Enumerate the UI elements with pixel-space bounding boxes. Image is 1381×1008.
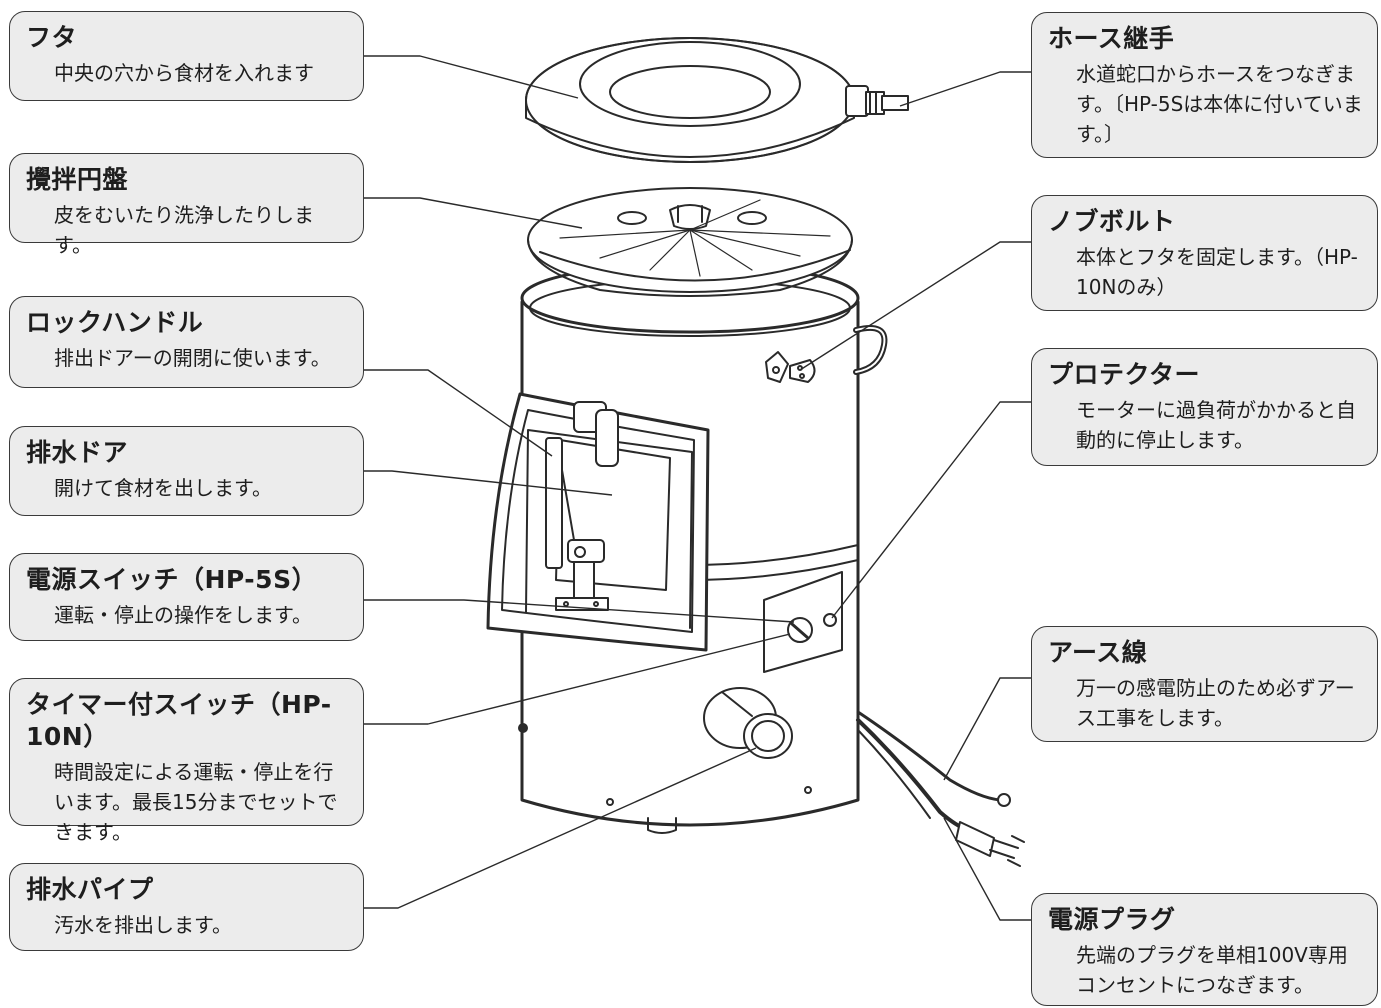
callout-stirring-disc: 攪拌円盤 皮をむいたり洗浄したりします。 — [9, 153, 364, 257]
hose-joint-desc: 水道蛇口からホースをつなぎます。〔HP-5Sは本体に付いています。〕 — [1076, 62, 1363, 146]
lid-art — [525, 37, 855, 163]
drain-door — [486, 392, 710, 652]
cords — [856, 710, 1025, 867]
callout-ground-wire: アース線 万一の感電防止のため必ずアース工事をします。 — [1031, 626, 1378, 742]
callout-timer-switch: タイマー付スイッチ（HP-10N） 時間設定による運転・停止を行います。最長15… — [9, 678, 364, 844]
hose-joint-art — [845, 85, 909, 117]
protector-desc: モーターに過負荷がかかると自動的に停止します。 — [1076, 398, 1356, 452]
power-plug-title: 電源プラグ — [1048, 905, 1176, 934]
knob-bolt — [765, 351, 816, 383]
callout-lid: フタ 中央の穴から食材を入れます — [9, 11, 364, 101]
leader-lines — [364, 55, 1032, 921]
stirring-disc — [527, 187, 853, 297]
drain-door-title: 排水ドア — [26, 438, 129, 467]
power-switch-desc: 運転・停止の操作をします。 — [54, 603, 312, 627]
disc-title: 攪拌円盤 — [26, 165, 129, 194]
ground-wire-desc: 万一の感電防止のため必ずアース工事をします。 — [1076, 676, 1355, 730]
power-plug-desc: 先端のプラグを単相100V専用コンセントにつなぎます。 — [1076, 943, 1348, 997]
lock-handle-desc: 排出ドアーの開閉に使います。 — [54, 346, 331, 370]
knob-bolt-title: ノブボルト — [1048, 207, 1176, 236]
timer-switch-title: タイマー付スイッチ（HP-10N） — [26, 690, 332, 751]
callout-hose-joint: ホース継手 水道蛇口からホースをつなぎます。〔HP-5Sは本体に付いています。〕 — [1031, 12, 1378, 158]
drain-pipe-art — [703, 687, 793, 759]
timer-switch-desc: 時間設定による運転・停止を行います。最長15分までセットできます。 — [54, 760, 338, 844]
callout-knob-bolt: ノブボルト 本体とフタを固定します。（HP-10Nのみ） — [1031, 195, 1378, 311]
drain-pipe-desc: 汚水を排出します。 — [54, 913, 232, 937]
lid-title: フタ — [26, 23, 78, 52]
callout-power-plug: 電源プラグ 先端のプラグを単相100V専用コンセントにつなぎます。 — [1031, 893, 1378, 1006]
lid-desc: 中央の穴から食材を入れます — [54, 61, 314, 85]
side-handle — [853, 324, 888, 375]
callout-protector: プロテクター モーターに過負荷がかかると自動的に停止します。 — [1031, 348, 1378, 466]
protector-title: プロテクター — [1048, 360, 1201, 389]
callout-drain-door: 排水ドア 開けて食材を出します。 — [9, 426, 364, 516]
knob-bolt-desc: 本体とフタを固定します。（HP-10Nのみ） — [1076, 245, 1358, 299]
callout-power-switch: 電源スイッチ（HP-5S） 運転・停止の操作をします。 — [9, 553, 364, 641]
disc-desc: 皮をむいたり洗浄したりします。 — [54, 203, 314, 257]
lock-handle-title: ロックハンドル — [26, 308, 204, 337]
lock-handle — [545, 401, 619, 611]
ground-wire-title: アース線 — [1048, 638, 1148, 667]
power-switch-title: 電源スイッチ（HP-5S） — [26, 565, 318, 594]
hose-joint-title: ホース継手 — [1048, 24, 1175, 53]
callout-drain-pipe: 排水パイプ 汚水を排出します。 — [9, 863, 364, 951]
drain-door-desc: 開けて食材を出します。 — [54, 476, 272, 500]
control-panel — [763, 571, 843, 673]
callout-lock-handle: ロックハンドル 排出ドアーの開閉に使います。 — [9, 296, 364, 388]
drain-pipe-title: 排水パイプ — [26, 875, 154, 904]
